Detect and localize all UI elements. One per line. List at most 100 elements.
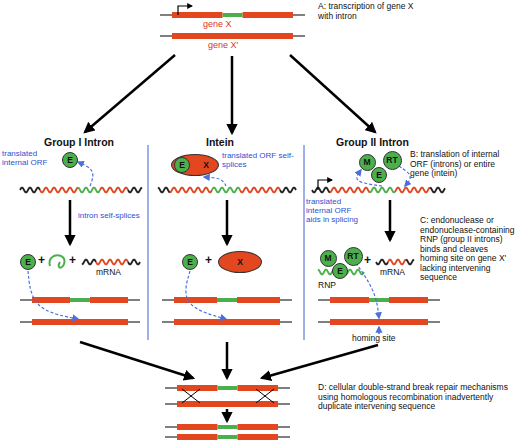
rna-strand bbox=[280, 188, 296, 193]
gap bbox=[217, 297, 237, 303]
column-separator bbox=[304, 145, 305, 340]
rna-strand bbox=[395, 188, 430, 193]
separators bbox=[148, 145, 304, 340]
gap bbox=[70, 297, 90, 303]
plus-sign: + bbox=[69, 254, 76, 267]
rna-strand bbox=[96, 260, 128, 265]
node-letter: M bbox=[324, 254, 331, 263]
gap bbox=[369, 297, 389, 303]
exon-block bbox=[177, 434, 278, 440]
process-arrow bbox=[80, 342, 193, 378]
step-label: A: transcription of gene X with intron bbox=[318, 2, 430, 21]
intervening-sequence bbox=[369, 298, 389, 302]
action-arrow bbox=[78, 162, 93, 186]
gene-bar bbox=[318, 297, 440, 303]
step-label: D: cellular double-strand break repair m… bbox=[318, 383, 516, 412]
rna-strand bbox=[158, 188, 170, 193]
gap bbox=[223, 12, 243, 18]
intervening-sequence bbox=[70, 298, 90, 302]
exon-block bbox=[177, 424, 278, 430]
plus-sign: + bbox=[205, 254, 212, 267]
gene-label: gene X' bbox=[208, 40, 238, 50]
node-letter: E bbox=[25, 258, 31, 267]
plus-sign: + bbox=[364, 254, 371, 267]
process-arrow bbox=[389, 200, 392, 240]
rna-strand bbox=[376, 260, 388, 265]
rna-strand bbox=[212, 188, 240, 193]
orf-label: translated internal ORF aids in splicing bbox=[306, 198, 368, 225]
node-letter: RT bbox=[347, 252, 358, 261]
exon-block bbox=[172, 12, 293, 18]
crossover-line bbox=[182, 389, 200, 403]
product-label: mRNA bbox=[96, 268, 121, 278]
process-arrow bbox=[69, 200, 72, 244]
endonuclease-circle: E bbox=[62, 152, 78, 168]
orf-label: translated internal ORF bbox=[2, 150, 62, 168]
gene-label: gene X bbox=[203, 19, 232, 29]
action-arrow bbox=[356, 263, 379, 318]
reverse-transcriptase-circle: RT bbox=[383, 151, 402, 170]
orf-label: translated ORF self-splices bbox=[222, 152, 300, 170]
host-protein-ellipse: XE bbox=[171, 154, 219, 176]
plus-sign: + bbox=[38, 254, 45, 267]
process-arrow bbox=[226, 200, 229, 244]
node-letter: E bbox=[376, 171, 382, 180]
process-arrows bbox=[70, 55, 390, 421]
endonuclease-circle: E bbox=[20, 254, 36, 270]
process-arrow bbox=[290, 55, 375, 132]
intervening-sequence bbox=[218, 425, 238, 429]
product-label: mRNA bbox=[380, 268, 405, 278]
rna-strand bbox=[240, 188, 280, 193]
process-arrow bbox=[85, 55, 175, 132]
exon-block bbox=[330, 297, 428, 303]
crossover-line bbox=[256, 389, 274, 403]
exon-block bbox=[177, 385, 278, 391]
intervening-sequence bbox=[218, 435, 238, 439]
rna-strand bbox=[388, 260, 406, 265]
rna-strands bbox=[20, 188, 445, 275]
excised-intron bbox=[50, 255, 65, 267]
column-separator bbox=[148, 145, 149, 340]
action-arrows bbox=[28, 162, 410, 319]
process-arrow bbox=[262, 345, 378, 378]
rna-strand bbox=[430, 188, 445, 193]
crossovers bbox=[182, 389, 274, 403]
gene-bars bbox=[20, 12, 440, 440]
rna-strand bbox=[330, 188, 370, 193]
rna-strand bbox=[406, 260, 414, 265]
step-label: B: translation of internal ORF (introns)… bbox=[410, 150, 516, 179]
intervening-sequence bbox=[217, 298, 237, 302]
node-letter: E bbox=[67, 156, 73, 165]
node-letter: E bbox=[179, 161, 185, 170]
gap bbox=[218, 434, 238, 440]
rna-strand bbox=[100, 188, 128, 193]
gene-bar bbox=[20, 297, 140, 303]
process-arrow bbox=[226, 409, 229, 421]
node-letter: E bbox=[187, 258, 193, 267]
node-letter: X bbox=[203, 161, 209, 170]
rna-strand bbox=[40, 188, 78, 193]
reverse-transcriptase-circle: RT bbox=[344, 247, 363, 266]
endonuclease-circle: E bbox=[332, 263, 348, 279]
gene-bar bbox=[165, 434, 290, 440]
column-heading: Group II Intron bbox=[336, 137, 409, 149]
endonuclease-circle: E bbox=[182, 254, 198, 270]
host-protein-ellipse: X bbox=[218, 251, 262, 273]
endonuclease-circle: E bbox=[371, 167, 387, 183]
gene-bar bbox=[160, 12, 305, 18]
exon-block bbox=[172, 33, 293, 39]
gene-bar bbox=[162, 319, 292, 325]
gap bbox=[218, 385, 238, 391]
gene-bar bbox=[165, 424, 290, 430]
exon-block bbox=[32, 297, 128, 303]
exon-block bbox=[177, 401, 278, 407]
gene-bar bbox=[318, 319, 440, 325]
promoter-arrow bbox=[178, 6, 192, 15]
exon-block bbox=[330, 319, 428, 325]
rna-strand bbox=[78, 188, 100, 193]
rna-strand bbox=[82, 260, 96, 265]
promoter-arrow bbox=[318, 180, 332, 190]
gene-bar bbox=[160, 33, 305, 39]
crossover-line bbox=[182, 389, 200, 403]
